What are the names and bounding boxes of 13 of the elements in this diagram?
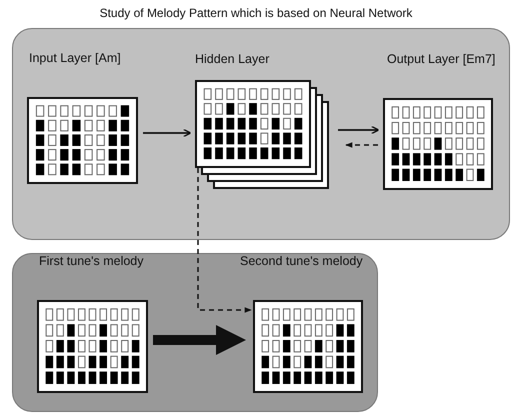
layer-heading: Hidden Layer: [195, 52, 270, 66]
layer-heading: Second tune's melody: [240, 254, 363, 268]
dashed-arrow: [345, 142, 378, 148]
arrow: [143, 128, 192, 138]
panel-background: [12, 253, 378, 412]
panel-background: [12, 28, 510, 240]
diagram-title: Study of Melody Pattern which is based on Neural Network: [98, 6, 414, 20]
layer-heading: Output Layer [Em7]: [387, 52, 496, 66]
layer-heading: Input Layer [Am]: [29, 51, 121, 65]
dashed-arrow: [197, 168, 252, 313]
arrow: [338, 126, 380, 134]
layer-heading: First tune's melody: [39, 254, 144, 268]
thick-arrow: [153, 325, 246, 355]
